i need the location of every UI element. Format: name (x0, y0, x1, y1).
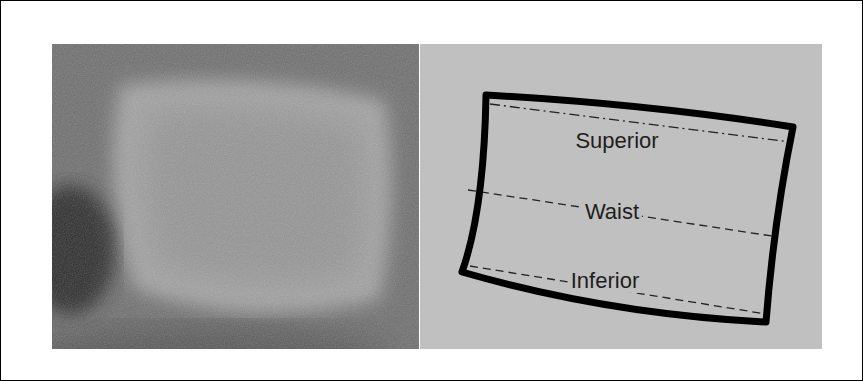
xray-background (52, 44, 419, 349)
region-label: Superior (572, 129, 661, 153)
diagram-panel (420, 44, 822, 349)
vertebra-contour (462, 95, 793, 322)
vertebra-body: SuperiorWaistInferior (458, 90, 798, 326)
region-label: Waist (582, 200, 642, 224)
region-label: Inferior (568, 269, 642, 293)
waist-boundary (468, 190, 772, 236)
xray-photo (52, 44, 419, 349)
xray-grain (52, 44, 419, 349)
